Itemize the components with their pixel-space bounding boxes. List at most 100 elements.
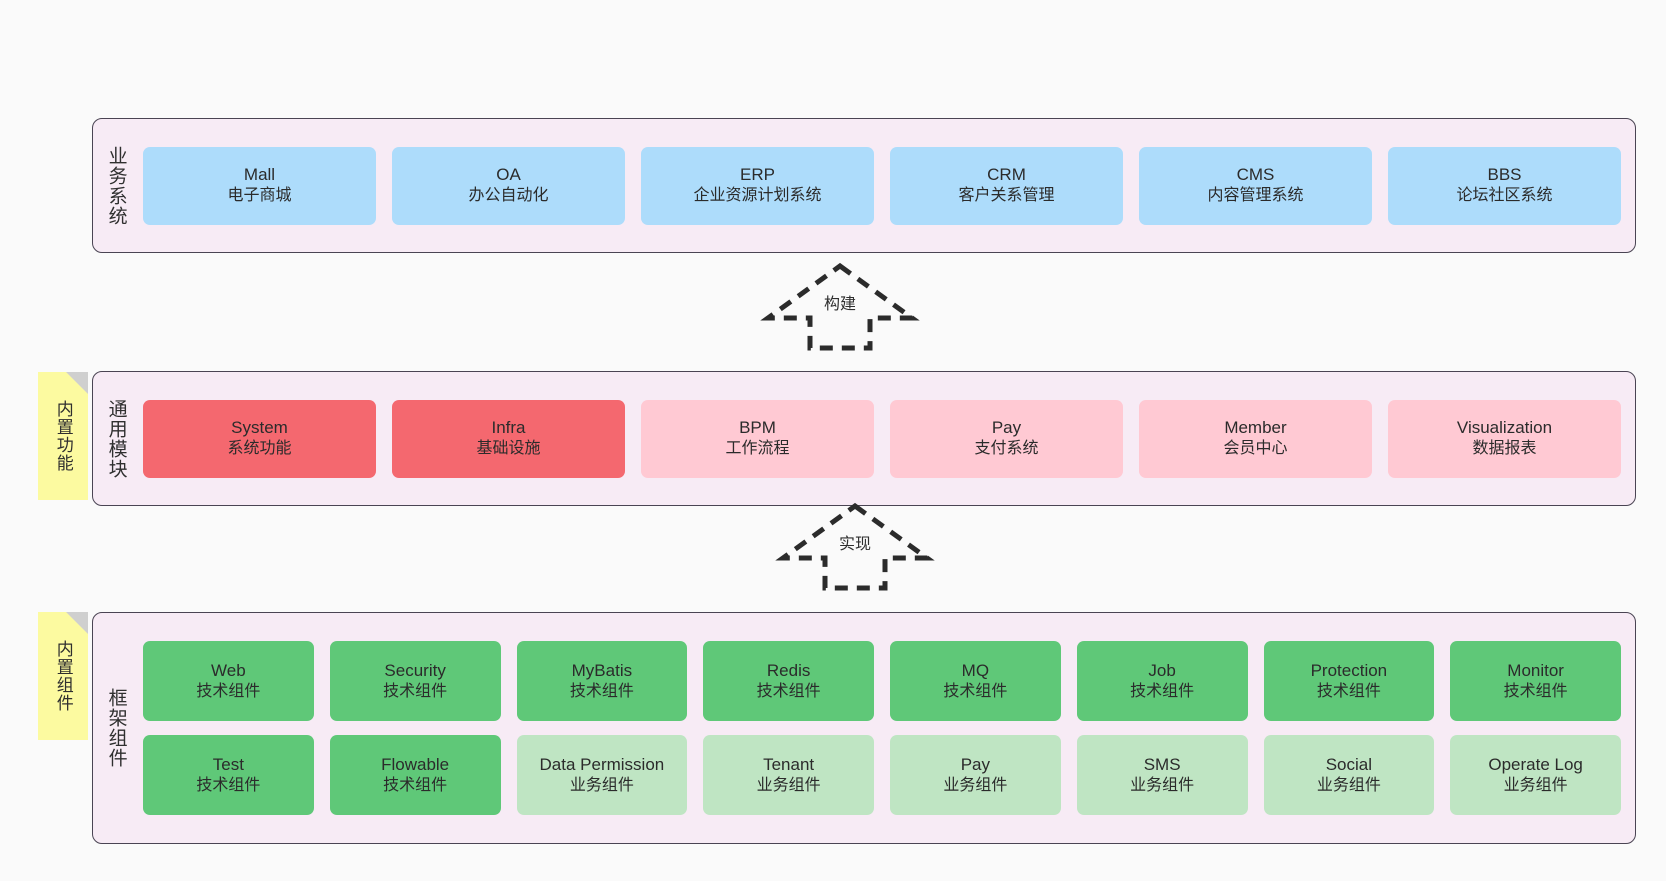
card-protection[interactable]: Protection 技术组件 <box>1263 641 1435 721</box>
layer-business-systems: 业务系统 Mall 电子商城 OA 办公自动化 ERP 企业资源计划系统 CRM… <box>92 118 1636 253</box>
card-protection-title: Protection <box>1310 660 1388 680</box>
card-mall-title: Mall <box>243 165 276 185</box>
card-oa-title: OA <box>496 165 521 185</box>
card-visualization[interactable]: Visualization 数据报表 <box>1388 399 1621 478</box>
card-operate-log-subtitle: 业务组件 <box>1503 776 1568 794</box>
card-infra-subtitle: 基础设施 <box>476 440 541 458</box>
card-bpm[interactable]: BPM 工作流程 <box>641 399 874 478</box>
card-job-subtitle: 技术组件 <box>1130 682 1195 700</box>
card-security[interactable]: Security 技术组件 <box>329 641 501 721</box>
card-member-subtitle: 会员中心 <box>1223 440 1288 458</box>
card-monitor-subtitle: 技术组件 <box>1503 682 1568 700</box>
card-redis-subtitle: 技术组件 <box>756 682 821 700</box>
card-mall-subtitle: 电子商城 <box>227 187 292 205</box>
card-crm-title: CRM <box>987 165 1026 185</box>
card-operate-log-title: Operate Log <box>1488 754 1583 774</box>
card-pay-module-title: Pay <box>991 418 1022 438</box>
card-erp-subtitle: 企业资源计划系统 <box>693 187 822 205</box>
card-tenant-subtitle: 业务组件 <box>756 776 821 794</box>
card-bpm-title: BPM <box>739 418 776 438</box>
card-redis-title: Redis <box>766 660 811 680</box>
card-system-title: System <box>231 418 288 438</box>
connector-realize-label: 实现 <box>836 536 873 553</box>
card-cms-title: CMS <box>1236 165 1275 185</box>
card-web-subtitle: 技术组件 <box>196 682 261 700</box>
sticky-note-builtin-component-label: 内置组件 <box>53 640 73 712</box>
sticky-note-builtin-function-label: 内置功能 <box>53 400 73 472</box>
card-redis[interactable]: Redis 技术组件 <box>703 641 874 721</box>
card-test-title: Test <box>212 754 244 774</box>
card-mall[interactable]: Mall 电子商城 <box>143 146 376 225</box>
connector-build-label-wrap: 构建 <box>760 290 920 314</box>
card-infra[interactable]: Infra 基础设施 <box>392 399 625 478</box>
card-mybatis[interactable]: MyBatis 技术组件 <box>516 641 688 721</box>
card-monitor-title: Monitor <box>1507 660 1564 680</box>
card-cms[interactable]: CMS 内容管理系统 <box>1139 146 1372 225</box>
card-security-title: Security <box>384 660 446 680</box>
card-member[interactable]: Member 会员中心 <box>1139 399 1372 478</box>
layer-framework-components: 框架组件 Web 技术组件 Security 技术组件 MyBatis 技术组件… <box>92 612 1636 844</box>
card-bbs-subtitle: 论坛社区系统 <box>1456 187 1553 205</box>
card-test[interactable]: Test 技术组件 <box>143 735 314 815</box>
card-monitor[interactable]: Monitor 技术组件 <box>1450 641 1621 721</box>
card-social[interactable]: Social 业务组件 <box>1263 735 1435 815</box>
card-security-subtitle: 技术组件 <box>383 682 448 700</box>
card-mybatis-subtitle: 技术组件 <box>569 682 634 700</box>
card-pay-component-title: Pay <box>960 754 991 774</box>
layer-common-modules: 通用模块 System 系统功能 Infra 基础设施 BPM 工作流程 Pay… <box>92 371 1636 506</box>
sticky-note-builtin-component: 内置组件 <box>38 612 88 740</box>
card-flowable-subtitle: 技术组件 <box>383 776 448 794</box>
card-job-title: Job <box>1148 660 1176 680</box>
card-social-subtitle: 业务组件 <box>1316 776 1381 794</box>
card-bbs[interactable]: BBS 论坛社区系统 <box>1388 146 1621 225</box>
card-pay-component-subtitle: 业务组件 <box>943 776 1008 794</box>
card-sms[interactable]: SMS 业务组件 <box>1076 735 1248 815</box>
page-fold-icon <box>66 372 88 394</box>
card-crm-subtitle: 客户关系管理 <box>958 187 1055 205</box>
framework-tech-component-row: Web 技术组件 Security 技术组件 MyBatis 技术组件 Redi… <box>143 641 1621 721</box>
card-flowable-title: Flowable <box>381 754 450 774</box>
card-tenant-title: Tenant <box>763 754 815 774</box>
card-erp-title: ERP <box>740 165 775 185</box>
card-web[interactable]: Web 技术组件 <box>143 641 314 721</box>
card-operate-log[interactable]: Operate Log 业务组件 <box>1450 735 1621 815</box>
card-pay-module[interactable]: Pay 支付系统 <box>890 399 1123 478</box>
framework-components-card-grid: Web 技术组件 Security 技术组件 MyBatis 技术组件 Redi… <box>139 613 1635 843</box>
card-data-permission-title: Data Permission <box>539 754 665 774</box>
page-fold-icon <box>66 612 88 634</box>
card-member-title: Member <box>1224 418 1287 438</box>
card-mq-subtitle: 技术组件 <box>943 682 1008 700</box>
card-oa[interactable]: OA 办公自动化 <box>392 146 625 225</box>
card-protection-subtitle: 技术组件 <box>1316 682 1381 700</box>
business-systems-card-grid: Mall 电子商城 OA 办公自动化 ERP 企业资源计划系统 CRM 客户关系… <box>139 119 1635 252</box>
framework-business-component-row: Test 技术组件 Flowable 技术组件 Data Permission … <box>143 735 1621 815</box>
card-sms-subtitle: 业务组件 <box>1130 776 1195 794</box>
sticky-note-builtin-function: 内置功能 <box>38 372 88 500</box>
card-job[interactable]: Job 技术组件 <box>1076 641 1248 721</box>
card-system[interactable]: System 系统功能 <box>143 399 376 478</box>
card-cms-subtitle: 内容管理系统 <box>1207 187 1304 205</box>
card-mq[interactable]: MQ 技术组件 <box>890 641 1061 721</box>
card-pay-component[interactable]: Pay 业务组件 <box>890 735 1061 815</box>
card-system-subtitle: 系统功能 <box>227 440 292 458</box>
layer-title-common-modules: 通用模块 <box>105 398 127 479</box>
card-flowable[interactable]: Flowable 技术组件 <box>329 735 501 815</box>
card-crm[interactable]: CRM 客户关系管理 <box>890 146 1123 225</box>
connector-realize-arrow: 实现 <box>775 502 935 592</box>
card-mq-title: MQ <box>961 660 990 680</box>
common-modules-card-grid: System 系统功能 Infra 基础设施 BPM 工作流程 Pay 支付系统… <box>139 372 1635 505</box>
card-bpm-subtitle: 工作流程 <box>725 440 790 458</box>
layer-title-business-systems: 业务系统 <box>105 145 127 226</box>
card-web-title: Web <box>211 660 246 680</box>
layer-title-framework-components: 框架组件 <box>105 688 127 768</box>
card-erp[interactable]: ERP 企业资源计划系统 <box>641 146 874 225</box>
card-oa-subtitle: 办公自动化 <box>468 187 549 205</box>
card-tenant[interactable]: Tenant 业务组件 <box>703 735 874 815</box>
card-test-subtitle: 技术组件 <box>196 776 261 794</box>
connector-build-arrow: 构建 <box>760 262 920 352</box>
card-data-permission[interactable]: Data Permission 业务组件 <box>516 735 688 815</box>
card-mybatis-title: MyBatis <box>571 660 633 680</box>
connector-realize-label-wrap: 实现 <box>775 530 935 554</box>
card-visualization-title: Visualization <box>1456 418 1553 438</box>
card-data-permission-subtitle: 业务组件 <box>569 776 634 794</box>
